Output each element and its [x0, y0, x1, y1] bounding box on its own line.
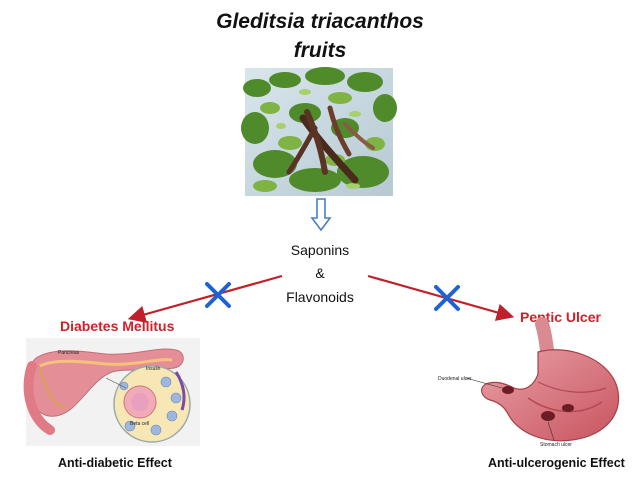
label-insulin: Insulin: [146, 366, 161, 372]
label-beta-cell: Beta cell: [130, 421, 150, 427]
effect-anti-ulcerogenic: Anti-ulcerogenic Effect: [488, 456, 625, 470]
blue-cross-icon: [205, 282, 231, 308]
pancreas-illustration: [23, 338, 200, 446]
disease-diabetes-mellitus: Diabetes Mellitus: [60, 318, 175, 334]
effect-anti-diabetic: Anti-diabetic Effect: [58, 456, 172, 470]
label-stomach-ulcer: Stomach ulcer: [540, 442, 572, 448]
label-pancreas: Pancreas: [58, 350, 80, 356]
hollow-down-arrow-icon: [310, 198, 332, 232]
compound-ampersand: &: [315, 265, 325, 281]
title-line-2: fruits: [293, 39, 347, 62]
fruit-photo: [241, 67, 397, 196]
label-duodenal-ulcer: Duodenal ulcer: [438, 376, 472, 382]
title-line-1: Gleditsia triacanthos: [216, 10, 424, 33]
compound-saponins: Saponins: [290, 242, 350, 258]
stomach-illustration: [465, 317, 620, 442]
blue-cross-icon: [434, 285, 460, 311]
compound-flavonoids: Flavonoids: [286, 289, 354, 305]
